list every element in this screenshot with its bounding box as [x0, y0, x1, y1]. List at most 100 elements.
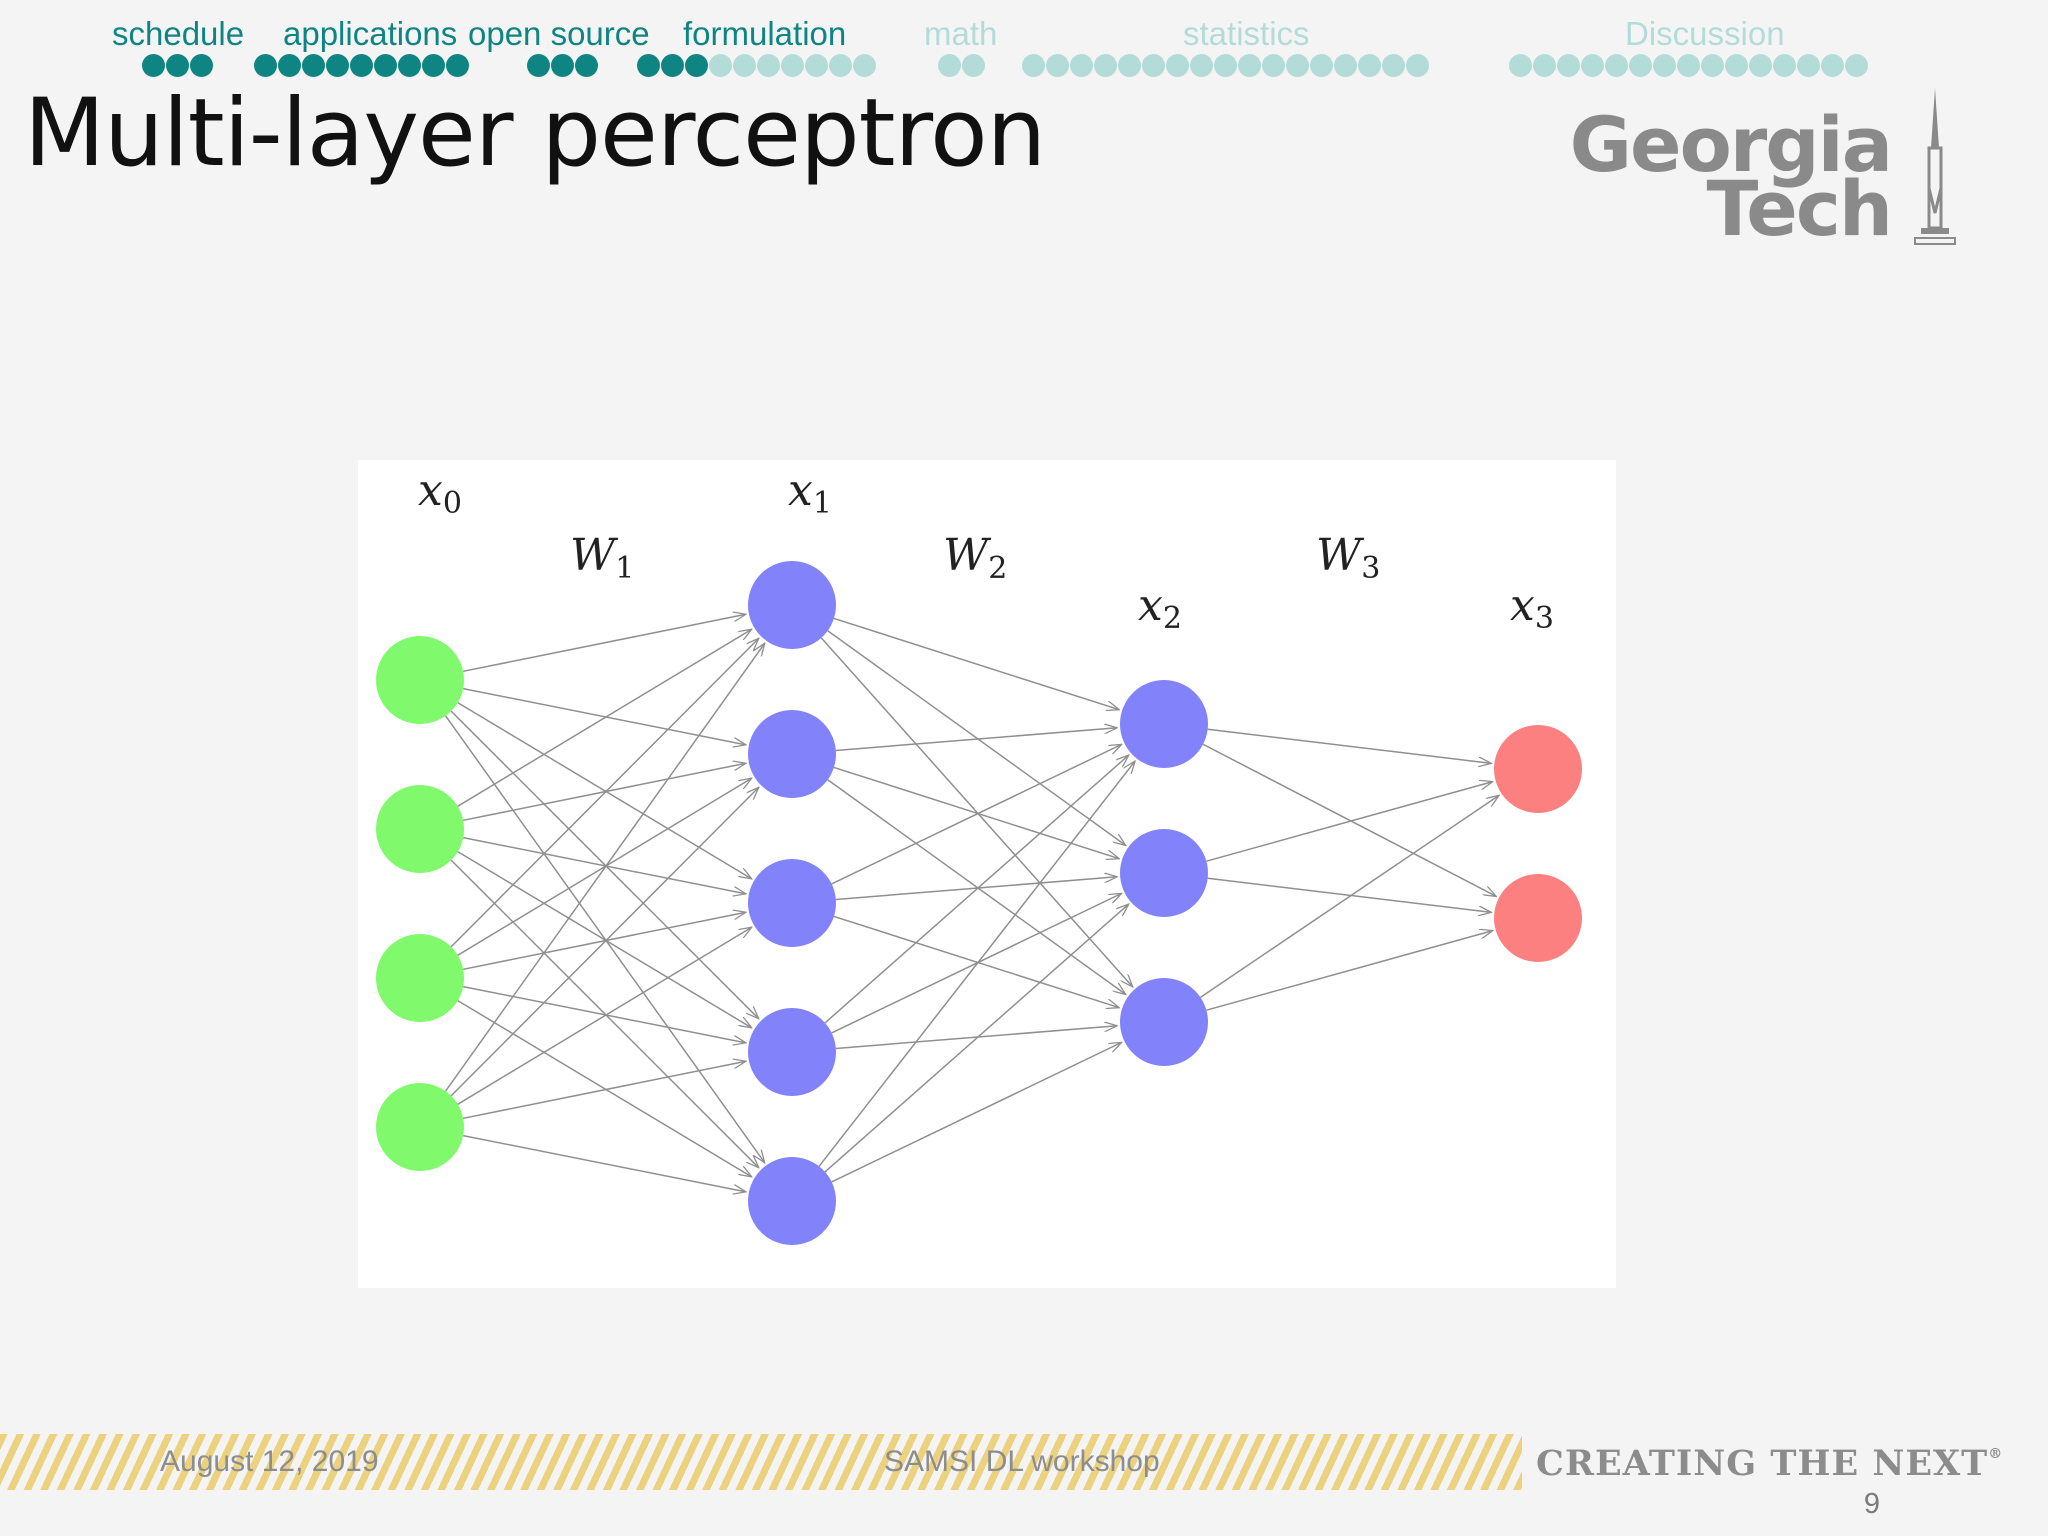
progress-dot[interactable] — [781, 54, 804, 77]
progress-dot[interactable] — [1142, 54, 1165, 77]
progress-dot[interactable] — [1653, 54, 1676, 77]
progress-dot[interactable] — [1677, 54, 1700, 77]
progress-dot[interactable] — [398, 54, 421, 77]
progress-dot[interactable] — [302, 54, 325, 77]
edge-layer0-n1-to-n1 — [462, 763, 746, 822]
edge-layer0-n3-to-n2 — [457, 927, 752, 1105]
progress-dot[interactable] — [853, 54, 876, 77]
edge-layer1-n2-to-n0 — [831, 744, 1122, 885]
neuron-layer3-0 — [1494, 725, 1582, 813]
nav-label[interactable]: formulation — [683, 15, 847, 52]
progress-dot[interactable] — [733, 54, 756, 77]
edge-layer0-n1-to-n3 — [457, 850, 752, 1028]
edge-layer0-n1-to-n0 — [457, 629, 752, 807]
edge-layer1-n4-to-n1 — [824, 904, 1129, 1173]
progress-dot[interactable] — [1022, 54, 1045, 77]
slide-footer: August 12, 2019 SAMSI DL workshop CREATI… — [0, 1434, 2048, 1536]
progress-dot[interactable] — [1214, 54, 1237, 77]
edge-layer2-n0-to-n0 — [1207, 728, 1492, 763]
edge-layer0-n3-to-n3 — [462, 1061, 746, 1120]
edge-layer0-n0-to-n0 — [462, 614, 746, 673]
progress-dot[interactable] — [1725, 54, 1748, 77]
neuron-layer0-3 — [376, 1083, 464, 1171]
registered-mark: ® — [1988, 1446, 2004, 1462]
progress-dot[interactable] — [1238, 54, 1261, 77]
neuron-layer0-1 — [376, 785, 464, 873]
nav-label[interactable]: math — [924, 15, 998, 52]
progress-dot[interactable] — [1190, 54, 1213, 77]
progress-dot[interactable] — [805, 54, 828, 77]
progress-dot[interactable] — [350, 54, 373, 77]
progress-dot[interactable] — [1773, 54, 1796, 77]
slide-title: Multi-layer perceptron — [24, 79, 1046, 188]
progress-dot[interactable] — [1382, 54, 1405, 77]
nav-progress-dots — [142, 54, 214, 80]
progress-dot[interactable] — [551, 54, 574, 77]
progress-dot[interactable] — [685, 54, 708, 77]
neuron-layer2-1 — [1120, 829, 1208, 917]
layer-label-x3: x3 — [1510, 580, 1554, 636]
progress-dot[interactable] — [1581, 54, 1604, 77]
progress-dot[interactable] — [1334, 54, 1357, 77]
progress-dot[interactable] — [142, 54, 165, 77]
progress-dot[interactable] — [326, 54, 349, 77]
progress-dot[interactable] — [1358, 54, 1381, 77]
progress-dot[interactable] — [1629, 54, 1652, 77]
page-number: 9 — [1863, 1488, 1880, 1520]
progress-dot[interactable] — [166, 54, 189, 77]
network-graph: x0 x1 x2 x3 W1 W2 W3 — [376, 465, 1582, 1245]
edge-layer0-n1-to-n2 — [463, 836, 746, 894]
progress-dot[interactable] — [1406, 54, 1429, 77]
progress-dot[interactable] — [637, 54, 660, 77]
nav-label[interactable]: open source — [468, 15, 650, 52]
progress-dot[interactable] — [1797, 54, 1820, 77]
progress-dot[interactable] — [1286, 54, 1309, 77]
progress-dot[interactable] — [254, 54, 277, 77]
progress-dot[interactable] — [1046, 54, 1069, 77]
edge-layer0-n3-to-n0 — [444, 643, 765, 1092]
edge-layer1-n3-to-n0 — [824, 755, 1129, 1024]
edge-layer0-n3-to-n4 — [463, 1134, 746, 1192]
progress-dot[interactable] — [1605, 54, 1628, 77]
progress-dot[interactable] — [1821, 54, 1844, 77]
progress-dot[interactable] — [1749, 54, 1772, 77]
progress-dot[interactable] — [446, 54, 469, 77]
progress-dot[interactable] — [1166, 54, 1189, 77]
progress-dot[interactable] — [422, 54, 445, 77]
edge-layer0-n2-to-n3 — [463, 985, 746, 1043]
progress-dot[interactable] — [1310, 54, 1333, 77]
nav-label[interactable]: schedule — [112, 15, 245, 52]
progress-dot[interactable] — [374, 54, 397, 77]
weight-label-w3: W3 — [1316, 530, 1380, 586]
progress-dot[interactable] — [1118, 54, 1141, 77]
progress-dot[interactable] — [829, 54, 852, 77]
progress-dot[interactable] — [1845, 54, 1868, 77]
neuron-layer0-0 — [376, 636, 464, 724]
progress-dot[interactable] — [1094, 54, 1117, 77]
progress-dot[interactable] — [190, 54, 213, 77]
neuron-nodes — [376, 561, 1582, 1245]
nav-label[interactable]: Discussion — [1625, 15, 1785, 52]
progress-dot[interactable] — [709, 54, 732, 77]
nav-label[interactable]: applications — [283, 15, 458, 52]
progress-dot[interactable] — [962, 54, 985, 77]
progress-dot[interactable] — [757, 54, 780, 77]
progress-dot[interactable] — [1262, 54, 1285, 77]
progress-dot[interactable] — [938, 54, 961, 77]
progress-dot[interactable] — [1533, 54, 1556, 77]
edge-layer1-n1-to-n0 — [835, 728, 1117, 752]
edge-layer2-n2-to-n1 — [1206, 931, 1492, 1011]
edge-layer2-n2-to-n0 — [1200, 795, 1499, 998]
progress-dot[interactable] — [278, 54, 301, 77]
progress-dot[interactable] — [527, 54, 550, 77]
progress-dot[interactable] — [1557, 54, 1580, 77]
progress-dot[interactable] — [1070, 54, 1093, 77]
neuron-layer1-2 — [748, 859, 836, 947]
progress-dot[interactable] — [575, 54, 598, 77]
edge-layer1-n0-to-n1 — [827, 630, 1126, 846]
progress-dot[interactable] — [661, 54, 684, 77]
progress-dot[interactable] — [1701, 54, 1724, 77]
progress-dot[interactable] — [1509, 54, 1532, 77]
nav-label[interactable]: statistics — [1183, 15, 1310, 52]
footer-date: August 12, 2019 — [160, 1445, 379, 1478]
